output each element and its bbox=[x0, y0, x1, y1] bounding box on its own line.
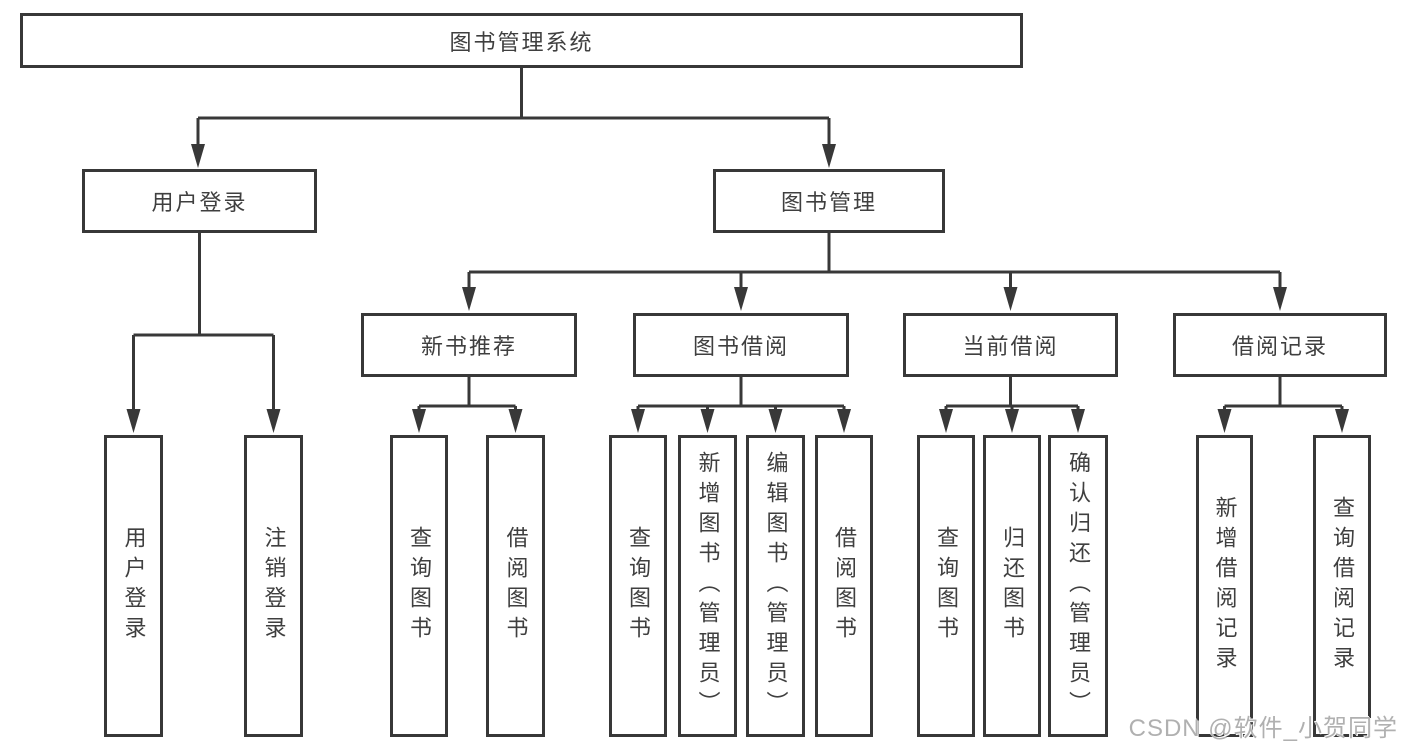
leaf-current-confirm-return-admin-label: 确认归还（管理员） bbox=[1066, 451, 1091, 721]
arrowhead bbox=[837, 409, 851, 433]
node-book-management-label: 图书管理 bbox=[780, 190, 877, 215]
leaf-logout-label: 注销登录 bbox=[261, 526, 287, 646]
node-current-borrow: 当前借阅 bbox=[903, 313, 1118, 377]
connector-user-login-lines bbox=[132, 233, 275, 411]
arrowhead bbox=[768, 409, 783, 433]
arrowhead bbox=[1217, 409, 1232, 433]
leaf-newbook-query-books: 查询图书 bbox=[390, 435, 448, 737]
leaf-user-login: 用户登录 bbox=[104, 435, 163, 737]
node-borrow-records-label: 借阅记录 bbox=[1231, 334, 1328, 359]
leaf-current-return-books-label: 归还图书 bbox=[1000, 526, 1025, 646]
connector-current-borrow-lines bbox=[944, 377, 1080, 411]
connector-current-borrow bbox=[939, 377, 1085, 433]
arrowhead bbox=[631, 409, 645, 433]
leaf-current-query-books-label: 查询图书 bbox=[934, 526, 959, 646]
arrowhead bbox=[1335, 409, 1349, 433]
leaf-newbook-borrow-books-label: 借阅图书 bbox=[503, 526, 529, 646]
connector-root-lines bbox=[196, 68, 831, 146]
leaf-borrow-edit-books-admin: 编辑图书（管理员） bbox=[746, 435, 805, 737]
connector-book-borrow-lines bbox=[636, 377, 846, 411]
arrowhead bbox=[939, 409, 953, 433]
arrowhead bbox=[822, 144, 836, 168]
leaf-borrow-borrow-books-label: 借阅图书 bbox=[832, 526, 857, 646]
leaf-records-query-record: 查询借阅记录 bbox=[1313, 435, 1371, 737]
connector-book-management bbox=[462, 233, 1287, 311]
leaf-records-query-record-label: 查询借阅记录 bbox=[1330, 496, 1355, 676]
arrowhead bbox=[126, 409, 141, 433]
leaf-current-confirm-return-admin: 确认归还（管理员） bbox=[1048, 435, 1108, 737]
arrowhead bbox=[266, 409, 281, 433]
connector-root bbox=[191, 68, 836, 168]
node-user-login-label: 用户登录 bbox=[151, 190, 248, 215]
node-new-book-recommend-label: 新书推荐 bbox=[420, 334, 517, 359]
leaf-current-return-books: 归还图书 bbox=[983, 435, 1041, 737]
arrowhead bbox=[1071, 409, 1085, 433]
leaf-borrow-add-books-admin: 新增图书（管理员） bbox=[678, 435, 737, 737]
leaf-newbook-query-books-label: 查询图书 bbox=[407, 526, 432, 646]
arrowhead bbox=[462, 287, 476, 311]
leaf-user-login-label: 用户登录 bbox=[121, 526, 147, 646]
arrowhead bbox=[700, 409, 715, 433]
node-borrow-records: 借阅记录 bbox=[1173, 313, 1387, 377]
node-book-borrow-label: 图书借阅 bbox=[692, 334, 789, 359]
arrowhead bbox=[1273, 287, 1287, 311]
node-current-borrow-label: 当前借阅 bbox=[962, 334, 1059, 359]
connector-borrow-records-lines bbox=[1223, 377, 1344, 411]
node-new-book-recommend: 新书推荐 bbox=[361, 313, 577, 377]
node-user-login: 用户登录 bbox=[82, 169, 317, 233]
csdn-watermark: CSDN @软件_小贺同学 bbox=[1128, 715, 1398, 742]
node-root-label: 图书管理系统 bbox=[449, 29, 594, 55]
node-root: 图书管理系统 bbox=[20, 13, 1023, 68]
arrowhead bbox=[734, 287, 748, 311]
leaf-records-add-record: 新增借阅记录 bbox=[1196, 435, 1253, 737]
leaf-current-query-books: 查询图书 bbox=[917, 435, 975, 737]
arrowhead bbox=[1003, 287, 1018, 311]
node-book-management: 图书管理 bbox=[713, 169, 945, 233]
connector-user-login bbox=[126, 233, 281, 433]
leaf-borrow-borrow-books: 借阅图书 bbox=[815, 435, 873, 737]
arrowhead bbox=[191, 144, 205, 168]
connector-new-book-recommend bbox=[412, 377, 523, 433]
connector-borrow-records bbox=[1217, 377, 1349, 433]
leaf-borrow-add-books-admin-label: 新增图书（管理员） bbox=[695, 451, 721, 721]
connector-new-book-lines bbox=[417, 377, 517, 411]
node-book-borrow: 图书借阅 bbox=[633, 313, 849, 377]
leaf-newbook-borrow-books: 借阅图书 bbox=[486, 435, 545, 737]
leaf-records-add-record-label: 新增借阅记录 bbox=[1212, 496, 1238, 676]
leaf-borrow-query-books: 查询图书 bbox=[609, 435, 667, 737]
connector-book-borrow bbox=[631, 377, 851, 433]
arrowhead bbox=[412, 409, 426, 433]
leaf-borrow-query-books-label: 查询图书 bbox=[626, 526, 651, 646]
arrowhead bbox=[1005, 409, 1019, 433]
leaf-borrow-edit-books-admin-label: 编辑图书（管理员） bbox=[763, 451, 789, 721]
arrowhead bbox=[508, 409, 523, 433]
leaf-logout: 注销登录 bbox=[244, 435, 303, 737]
connector-book-management-lines bbox=[467, 233, 1282, 289]
